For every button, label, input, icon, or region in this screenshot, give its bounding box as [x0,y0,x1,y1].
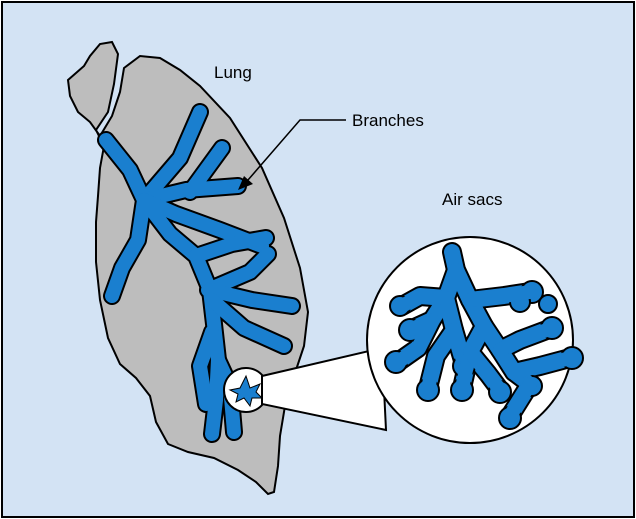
branches-label: Branches [352,111,424,130]
lung-label: Lung [214,63,252,82]
air-sacs-label: Air sacs [442,190,502,209]
